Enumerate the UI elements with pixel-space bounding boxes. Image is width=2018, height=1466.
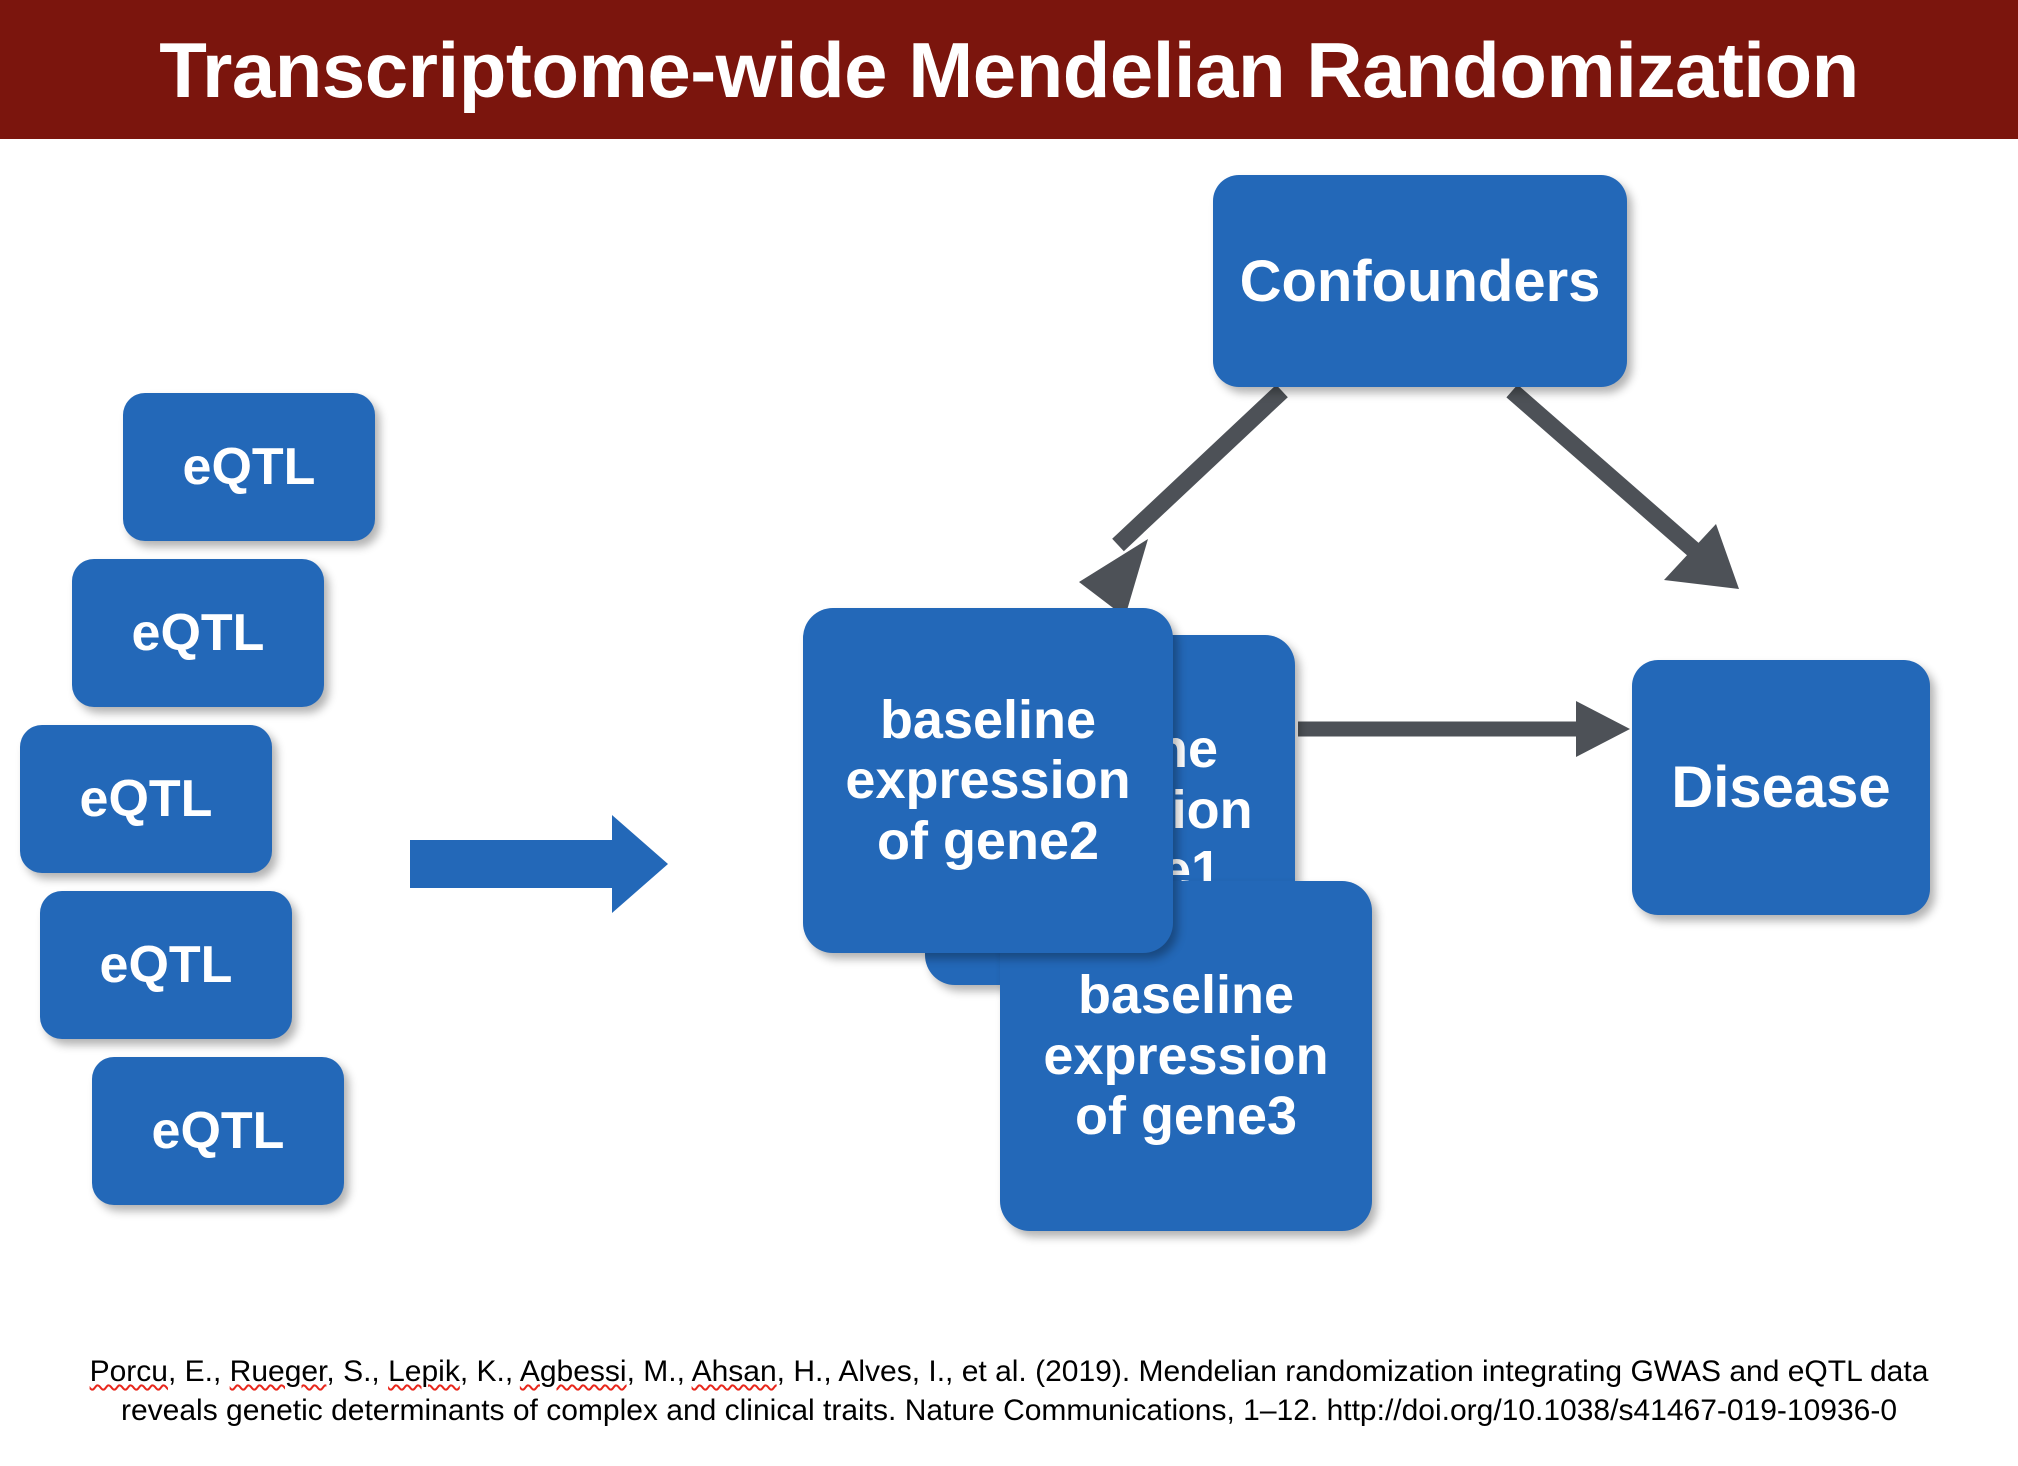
node-eqtl-5[interactable]: eQTL bbox=[92, 1057, 344, 1205]
citation-text: , S., bbox=[326, 1355, 389, 1388]
node-gene3-line3: of gene3 bbox=[1074, 1086, 1298, 1147]
node-eqtl-1-label: eQTL bbox=[182, 438, 316, 496]
citation-spellcheck-word: Agbessi bbox=[519, 1355, 627, 1388]
citation-line-2: reveals genetic determinants of complex … bbox=[120, 1394, 1898, 1427]
node-eqtl-4-label: eQTL bbox=[99, 936, 233, 994]
arrow-instruments-to-exposure bbox=[410, 815, 668, 913]
page-title: Transcriptome-wide Mendelian Randomizati… bbox=[159, 25, 1859, 114]
citation-spellcheck-word: Porcu bbox=[89, 1355, 168, 1388]
node-gene3-line2: expression bbox=[1043, 1025, 1329, 1086]
node-eqtl-4[interactable]: eQTL bbox=[40, 891, 292, 1039]
node-gene3-line1: baseline bbox=[1077, 965, 1295, 1026]
citation-text: , M., bbox=[626, 1355, 692, 1388]
node-gene2-line1: baseline bbox=[879, 689, 1097, 750]
citation-text: , H., Alves, I., et al. (2019). Mendelia… bbox=[776, 1355, 1929, 1388]
citation-spellcheck-word: Lepik bbox=[388, 1355, 460, 1388]
node-eqtl-3-label: eQTL bbox=[79, 770, 213, 828]
citation-text: , E., bbox=[167, 1355, 230, 1388]
node-disease[interactable]: Disease bbox=[1632, 660, 1930, 915]
arrow-confounders-to-outcome bbox=[1506, 384, 1739, 589]
diagram-canvas: eQTL eQTL eQTL eQTL eQTL Confounders bas… bbox=[0, 139, 2018, 1339]
citation-spellcheck-word: Ahsan bbox=[691, 1355, 777, 1388]
node-gene3-label: baseline expression of gene3 bbox=[1043, 965, 1328, 1146]
node-eqtl-1[interactable]: eQTL bbox=[123, 393, 375, 541]
node-eqtl-3[interactable]: eQTL bbox=[20, 725, 272, 873]
node-gene2-expression[interactable]: baseline expression of gene2 bbox=[803, 608, 1173, 953]
citation-text: , K., bbox=[459, 1355, 520, 1388]
citation-line-1: Porcu, E., Rueger, S., Lepik, K., Agbess… bbox=[0, 1352, 2018, 1391]
node-eqtl-2-label: eQTL bbox=[131, 604, 265, 662]
arrow-confounders-to-exposure bbox=[1079, 384, 1288, 617]
node-gene2-line3: of gene2 bbox=[876, 810, 1100, 871]
node-disease-label: Disease bbox=[1671, 755, 1891, 820]
citation: Porcu, E., Rueger, S., Lepik, K., Agbess… bbox=[0, 1352, 2018, 1430]
slide-header-bar: Transcriptome-wide Mendelian Randomizati… bbox=[0, 0, 2018, 139]
node-gene3-expression[interactable]: baseline expression of gene3 bbox=[1000, 881, 1372, 1231]
citation-spellcheck-word: Rueger bbox=[229, 1355, 327, 1388]
node-eqtl-2[interactable]: eQTL bbox=[72, 559, 324, 707]
node-confounders-label: Confounders bbox=[1239, 248, 1601, 314]
node-gene2-line2: expression bbox=[845, 750, 1131, 811]
arrow-exposure-to-outcome bbox=[1298, 701, 1630, 757]
node-gene2-label: baseline expression of gene2 bbox=[845, 690, 1130, 871]
node-eqtl-5-label: eQTL bbox=[151, 1102, 285, 1160]
node-confounders[interactable]: Confounders bbox=[1213, 175, 1627, 387]
